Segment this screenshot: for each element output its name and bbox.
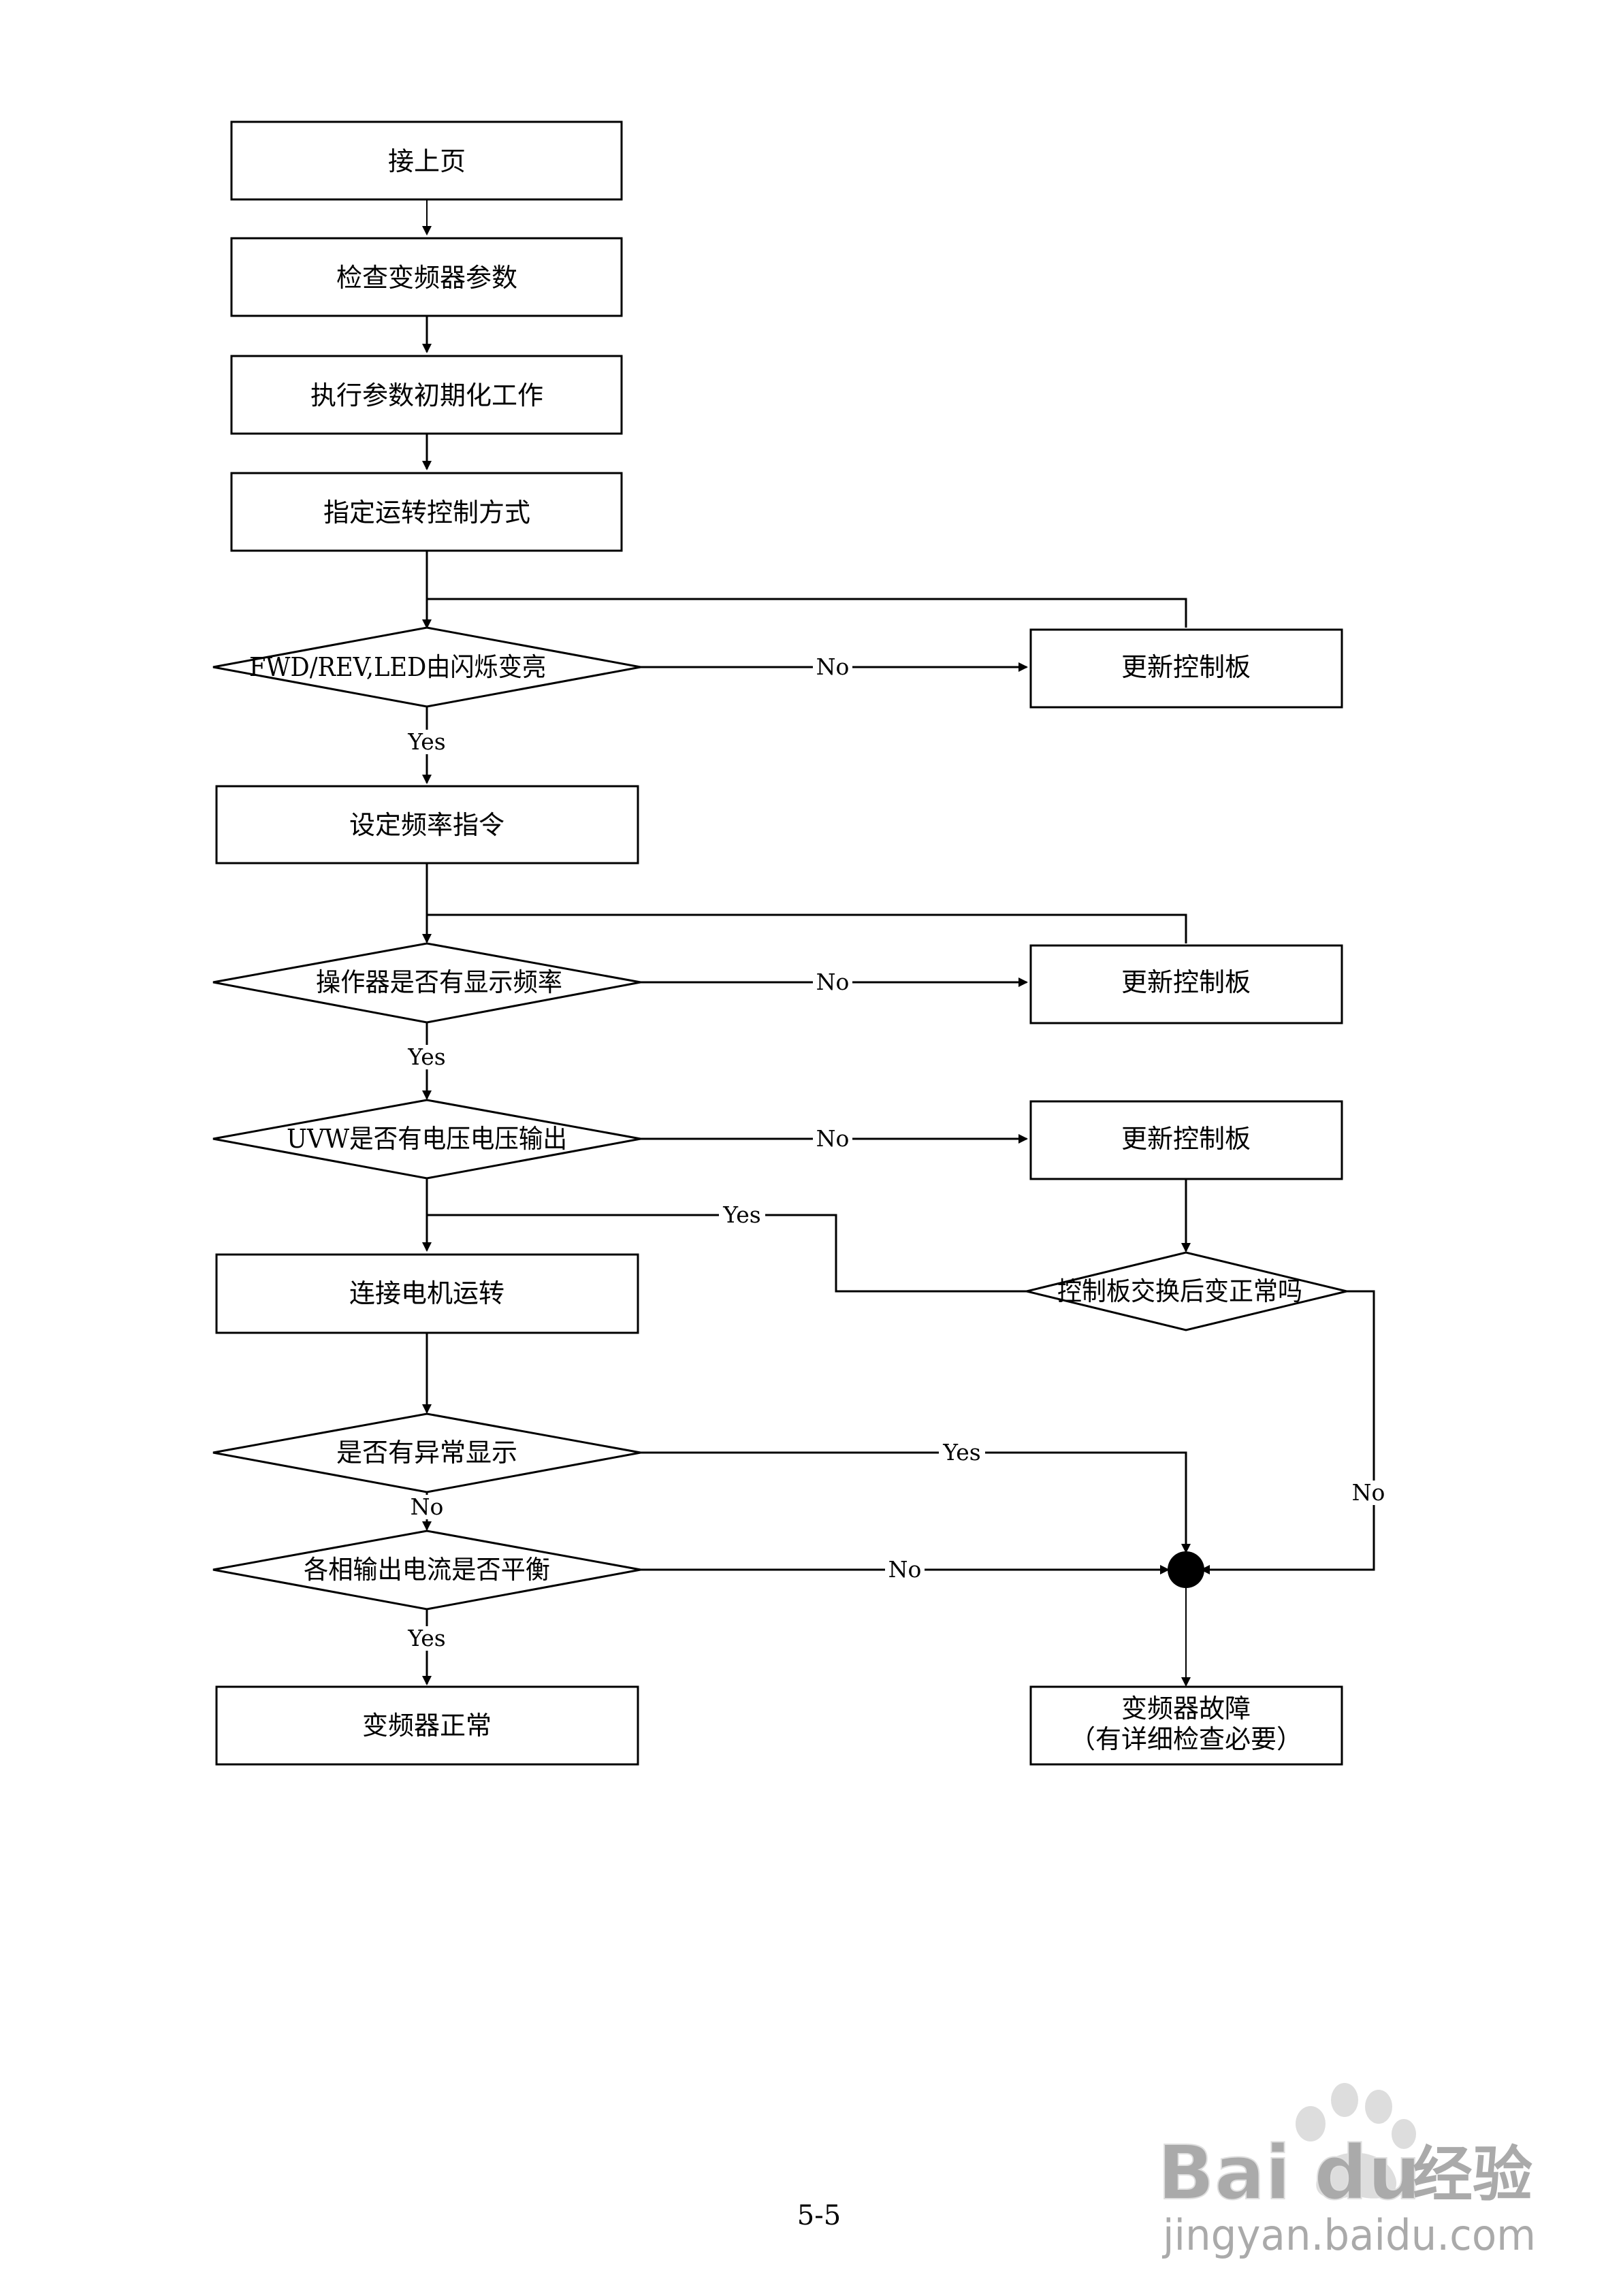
node-start-box: [230, 120, 623, 201]
node-update-board-1-box: [1029, 628, 1343, 709]
label-inverter-fault-line1: 变频器故障: [1121, 1694, 1251, 1724]
node-connect-motor-box: [215, 1253, 639, 1334]
label-q-current-balance: 各相输出电流是否平衡: [304, 1555, 550, 1585]
label-set-freq-cmd: 设定频率指令: [349, 810, 504, 840]
edge-label-led-yes: Yes: [407, 728, 445, 755]
edge-swap-no: [1200, 1290, 1375, 1574]
node-check-params-box: [230, 237, 623, 317]
junction-dot: [1168, 1551, 1204, 1588]
label-connect-motor: 连接电机运转: [349, 1278, 504, 1308]
node-q-board-swap-diamond: [1026, 1251, 1347, 1331]
edge-label-freq-no: No: [816, 969, 850, 995]
edge-abnormal-yes: [641, 1451, 1191, 1553]
node-init-params-box: [230, 355, 623, 435]
node-q-abnormal-diamond: [212, 1412, 641, 1493]
edge-update2-loop: [427, 913, 1187, 943]
label-q-abnormal: 是否有异常显示: [336, 1438, 517, 1468]
node-q-current-balance-diamond: [212, 1530, 641, 1611]
label-inverter-fault-line2: （有详细检查必要）: [1070, 1724, 1302, 1754]
watermark-brand: Bai: [1157, 2129, 1291, 2216]
edge-label-balance-yes: Yes: [407, 1625, 445, 1651]
label-update-board-3: 更新控制板: [1121, 1124, 1251, 1154]
label-check-params: 检查变频器参数: [336, 263, 517, 293]
edge-label-balance-no: No: [888, 1556, 922, 1583]
edge-label-uvw-no: No: [816, 1125, 850, 1152]
edge-swap-yes: [427, 1214, 1027, 1293]
label-update-board-2: 更新控制板: [1121, 967, 1251, 997]
label-init-params: 执行参数初期化工作: [310, 381, 543, 410]
edge-update1-loop: [427, 598, 1187, 628]
watermark-product: 经验: [1413, 2139, 1532, 2210]
node-inverter-ok-box: [215, 1685, 639, 1766]
label-q-uvw-output: UVW是否有电压电压输出: [287, 1124, 567, 1154]
edge-label-led-no: No: [816, 653, 850, 680]
label-set-control-mode: 指定运转控制方式: [323, 498, 530, 528]
node-set-control-mode-box: [230, 472, 623, 552]
label-q-led-change: FWD/REV,LED由闪烁变亮: [249, 652, 546, 682]
page-number: 5-5: [797, 2200, 841, 2231]
label-update-board-1: 更新控制板: [1121, 652, 1251, 682]
paw-icon: [1296, 2083, 1416, 2199]
node-q-freq-display-diamond: [212, 942, 641, 1024]
watermark-brand-tail: du: [1314, 2129, 1421, 2216]
node-update-board-2-box: [1029, 944, 1343, 1024]
label-inverter-ok: 变频器正常: [362, 1711, 492, 1741]
label-q-board-swap: 控制板交换后变正常吗: [1057, 1276, 1302, 1306]
edge-label-freq-yes: Yes: [407, 1044, 445, 1070]
edge-label-abnormal-yes: Yes: [942, 1439, 980, 1466]
node-q-uvw-output-diamond: [212, 1099, 641, 1180]
baidu-watermark: Bai du 经验 jingyan.baidu.com: [1157, 2083, 1536, 2260]
node-update-board-3-box: [1029, 1100, 1343, 1180]
label-start: 接上页: [388, 146, 466, 176]
node-q-led-change-diamond: [212, 626, 641, 708]
edge-label-swap-yes: Yes: [722, 1201, 760, 1228]
watermark-url: jingyan.baidu.com: [1161, 2210, 1536, 2260]
node-inverter-fault-box: [1029, 1685, 1343, 1766]
edge-label-swap-no: No: [1352, 1479, 1385, 1506]
label-q-freq-display: 操作器是否有显示频率: [316, 967, 562, 997]
edge-label-abnormal-no: No: [411, 1493, 444, 1520]
node-set-freq-cmd-box: [215, 785, 639, 864]
